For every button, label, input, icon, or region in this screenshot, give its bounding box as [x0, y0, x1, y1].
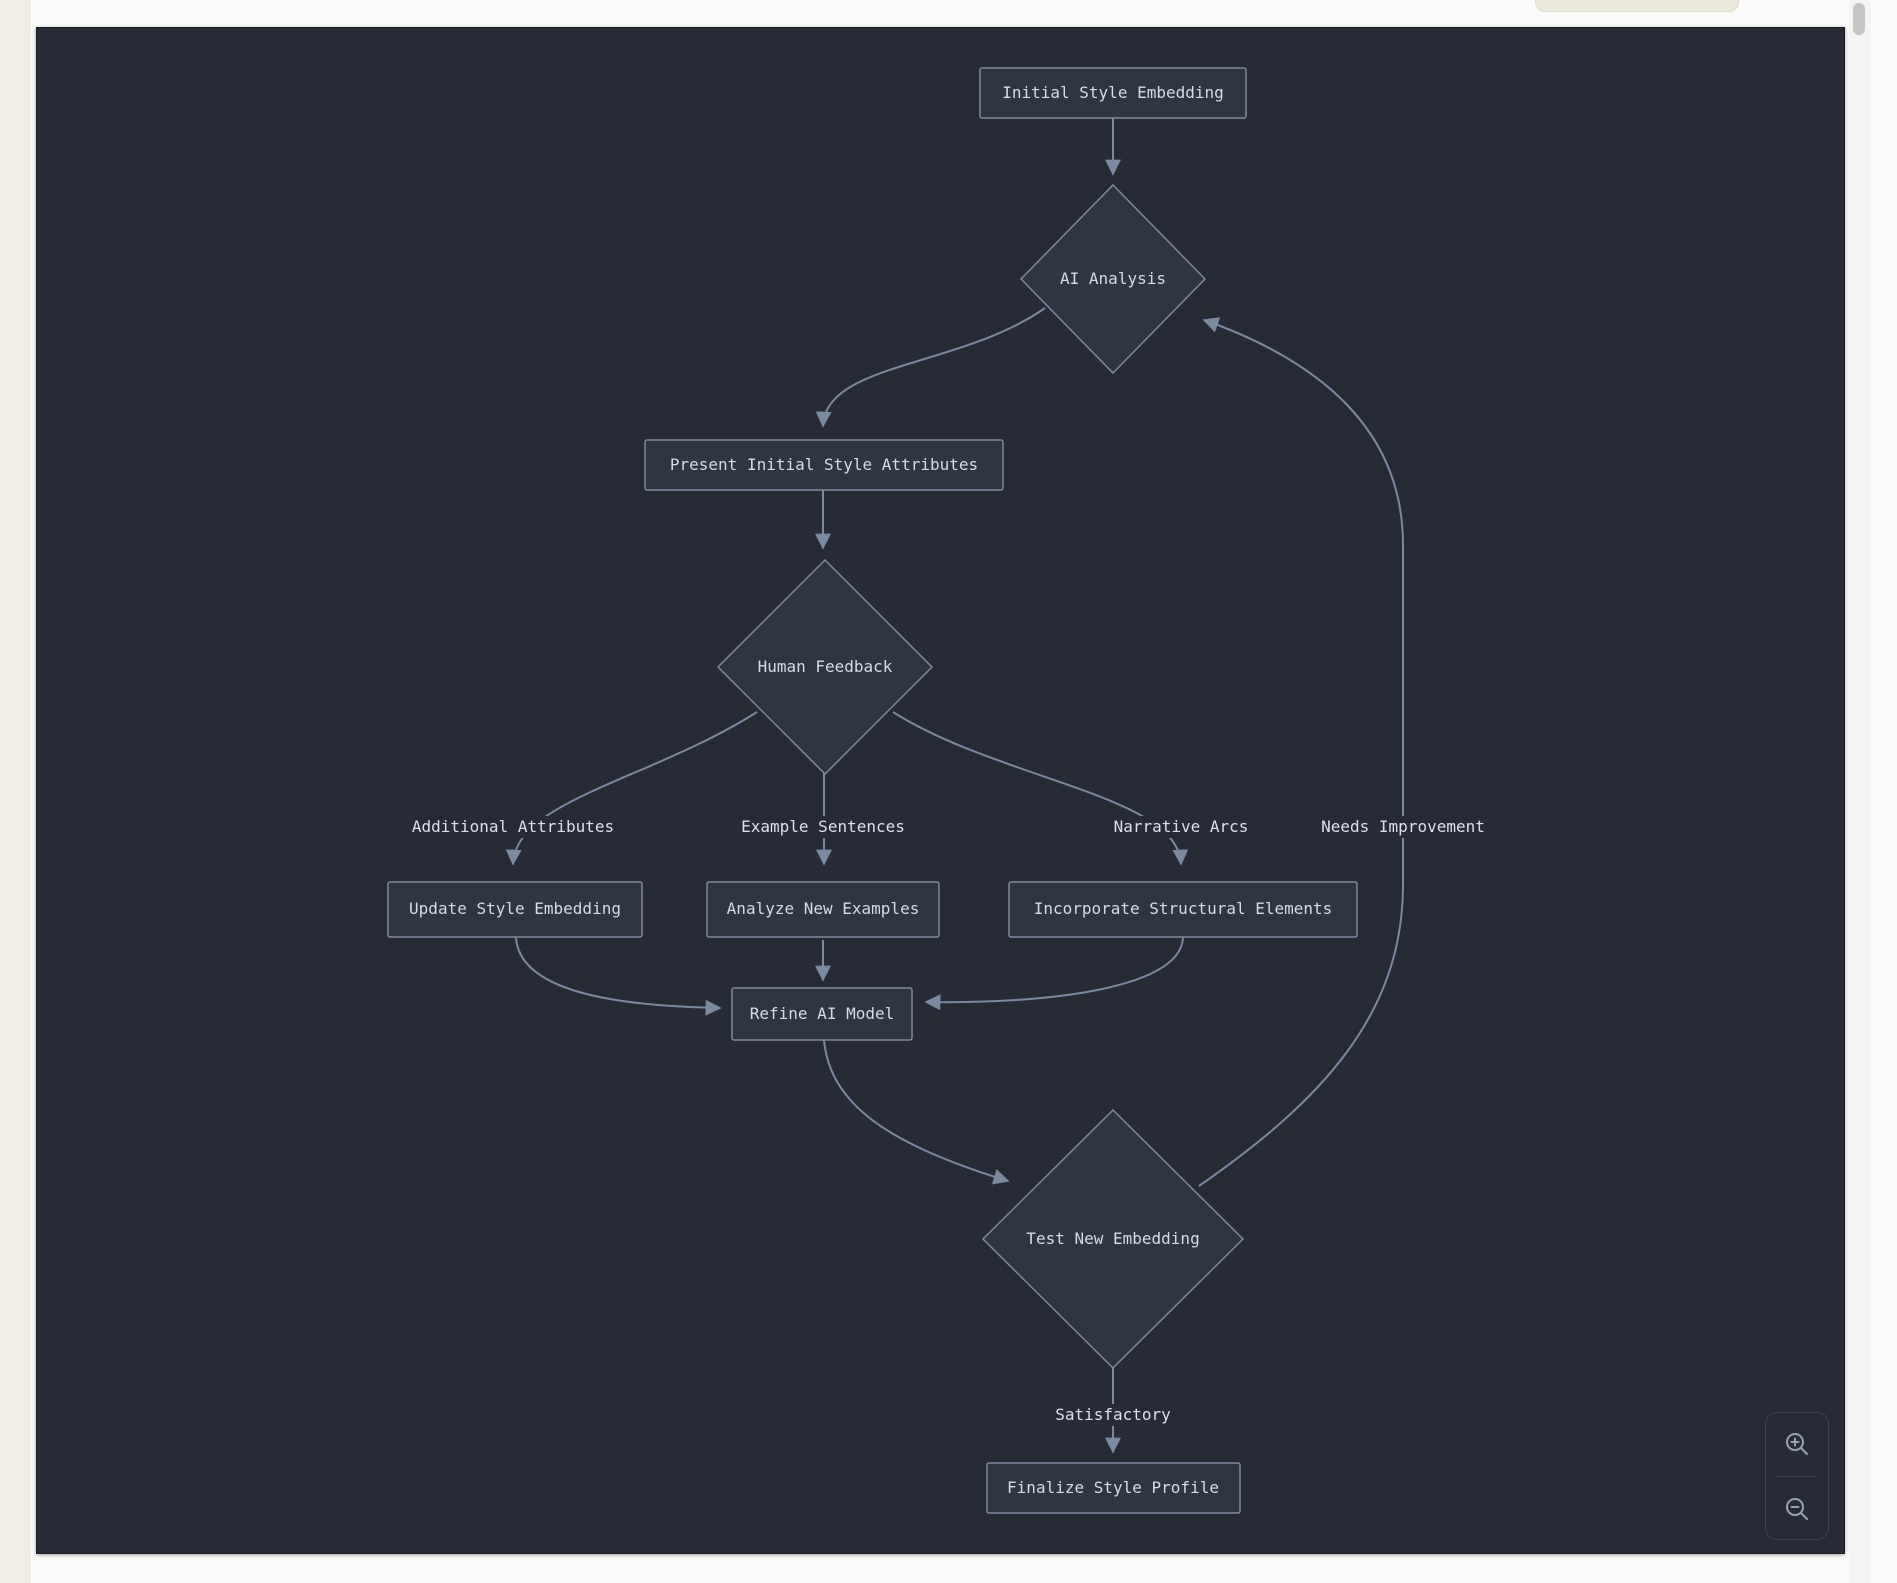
node-label-update: Update Style Embedding	[409, 899, 621, 918]
scrollbar-thumb[interactable]	[1853, 3, 1865, 35]
magnifier-plus-icon	[1786, 1432, 1808, 1455]
edge-label-needs-improvement: Needs Improvement	[1316, 816, 1490, 838]
node-label-test: Test New Embedding	[1026, 1229, 1200, 1248]
top-toolbar-button[interactable]	[1535, 0, 1739, 12]
zoom-control-group	[1765, 1412, 1829, 1540]
node-label-finalize: Finalize Style Profile	[1007, 1478, 1219, 1497]
zoom-controls-divider	[1777, 1475, 1817, 1477]
magnifier-minus-icon	[1786, 1497, 1808, 1520]
edge-label-additional-attributes: Additional Attributes	[406, 816, 620, 838]
node-label-present: Present Initial Style Attributes	[669, 455, 979, 474]
node-label-initial: Initial Style Embedding	[1002, 83, 1224, 102]
node-label-incorporate: Incorporate Structural Elements	[1033, 899, 1333, 918]
edge-label-satisfactory: Satisfactory	[1050, 1404, 1176, 1426]
edge-label-narrative-arcs: Narrative Arcs	[1108, 816, 1254, 838]
zoom-in-button[interactable]	[1767, 1415, 1827, 1473]
page-left-margin	[0, 0, 31, 1583]
node-label-ai-analysis: AI Analysis	[1060, 269, 1166, 288]
vertical-scrollbar[interactable]	[1849, 0, 1871, 1583]
node-label-refine: Refine AI Model	[749, 1004, 895, 1023]
diagram-canvas[interactable]	[36, 27, 1845, 1554]
edge-label-example-sentences: Example Sentences	[736, 816, 910, 838]
zoom-out-button[interactable]	[1767, 1480, 1827, 1538]
node-label-feedback: Human Feedback	[757, 657, 893, 676]
node-label-analyze: Analyze New Examples	[726, 899, 920, 918]
